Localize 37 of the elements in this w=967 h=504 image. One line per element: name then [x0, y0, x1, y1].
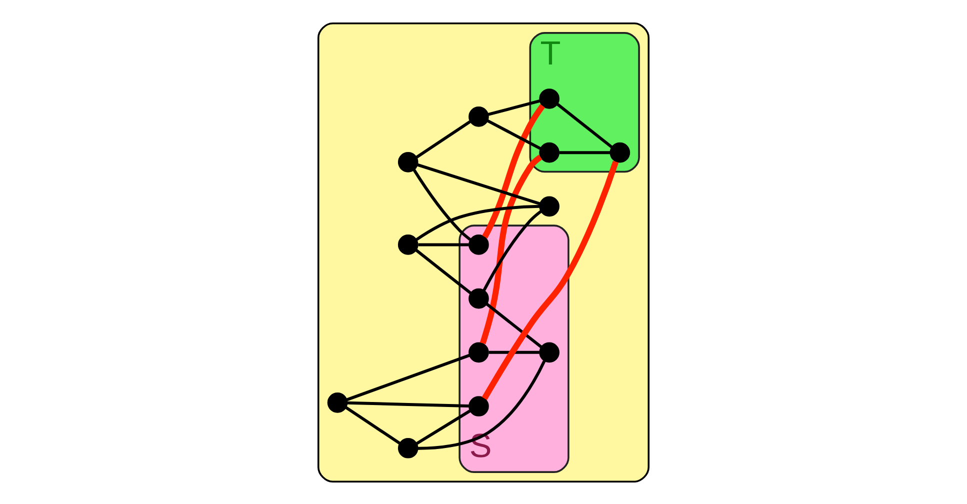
connector	[482, 210, 542, 290]
connector	[415, 248, 472, 294]
node-circle	[539, 342, 560, 362]
connector	[482, 104, 546, 238]
connector	[416, 120, 471, 158]
connector	[556, 102, 613, 148]
connector	[487, 118, 542, 150]
connector	[418, 242, 469, 246]
node-circle	[398, 234, 418, 254]
cluster: T	[529, 32, 640, 172]
connector	[486, 302, 542, 348]
connector	[347, 400, 469, 408]
connector	[488, 99, 540, 116]
connector	[345, 406, 400, 444]
cluster	[317, 22, 650, 482]
connector	[416, 204, 540, 240]
node-circle	[468, 234, 489, 254]
connector	[416, 409, 471, 444]
node-circle	[539, 142, 560, 162]
node-circle	[468, 342, 489, 362]
connector	[559, 150, 610, 154]
node-circle	[398, 151, 418, 172]
connector	[346, 353, 470, 401]
connector	[412, 168, 472, 240]
connector	[482, 160, 619, 400]
connector	[480, 154, 542, 344]
node-circle	[539, 88, 560, 108]
node-circle	[468, 396, 489, 416]
connector	[417, 162, 541, 205]
node-circle	[398, 437, 418, 458]
node-circle	[327, 392, 348, 412]
node-circle	[610, 142, 630, 162]
node-circle	[468, 288, 489, 308]
node-circle	[539, 196, 560, 216]
connector	[418, 360, 546, 450]
node-circle	[468, 106, 489, 126]
connector	[488, 350, 540, 354]
